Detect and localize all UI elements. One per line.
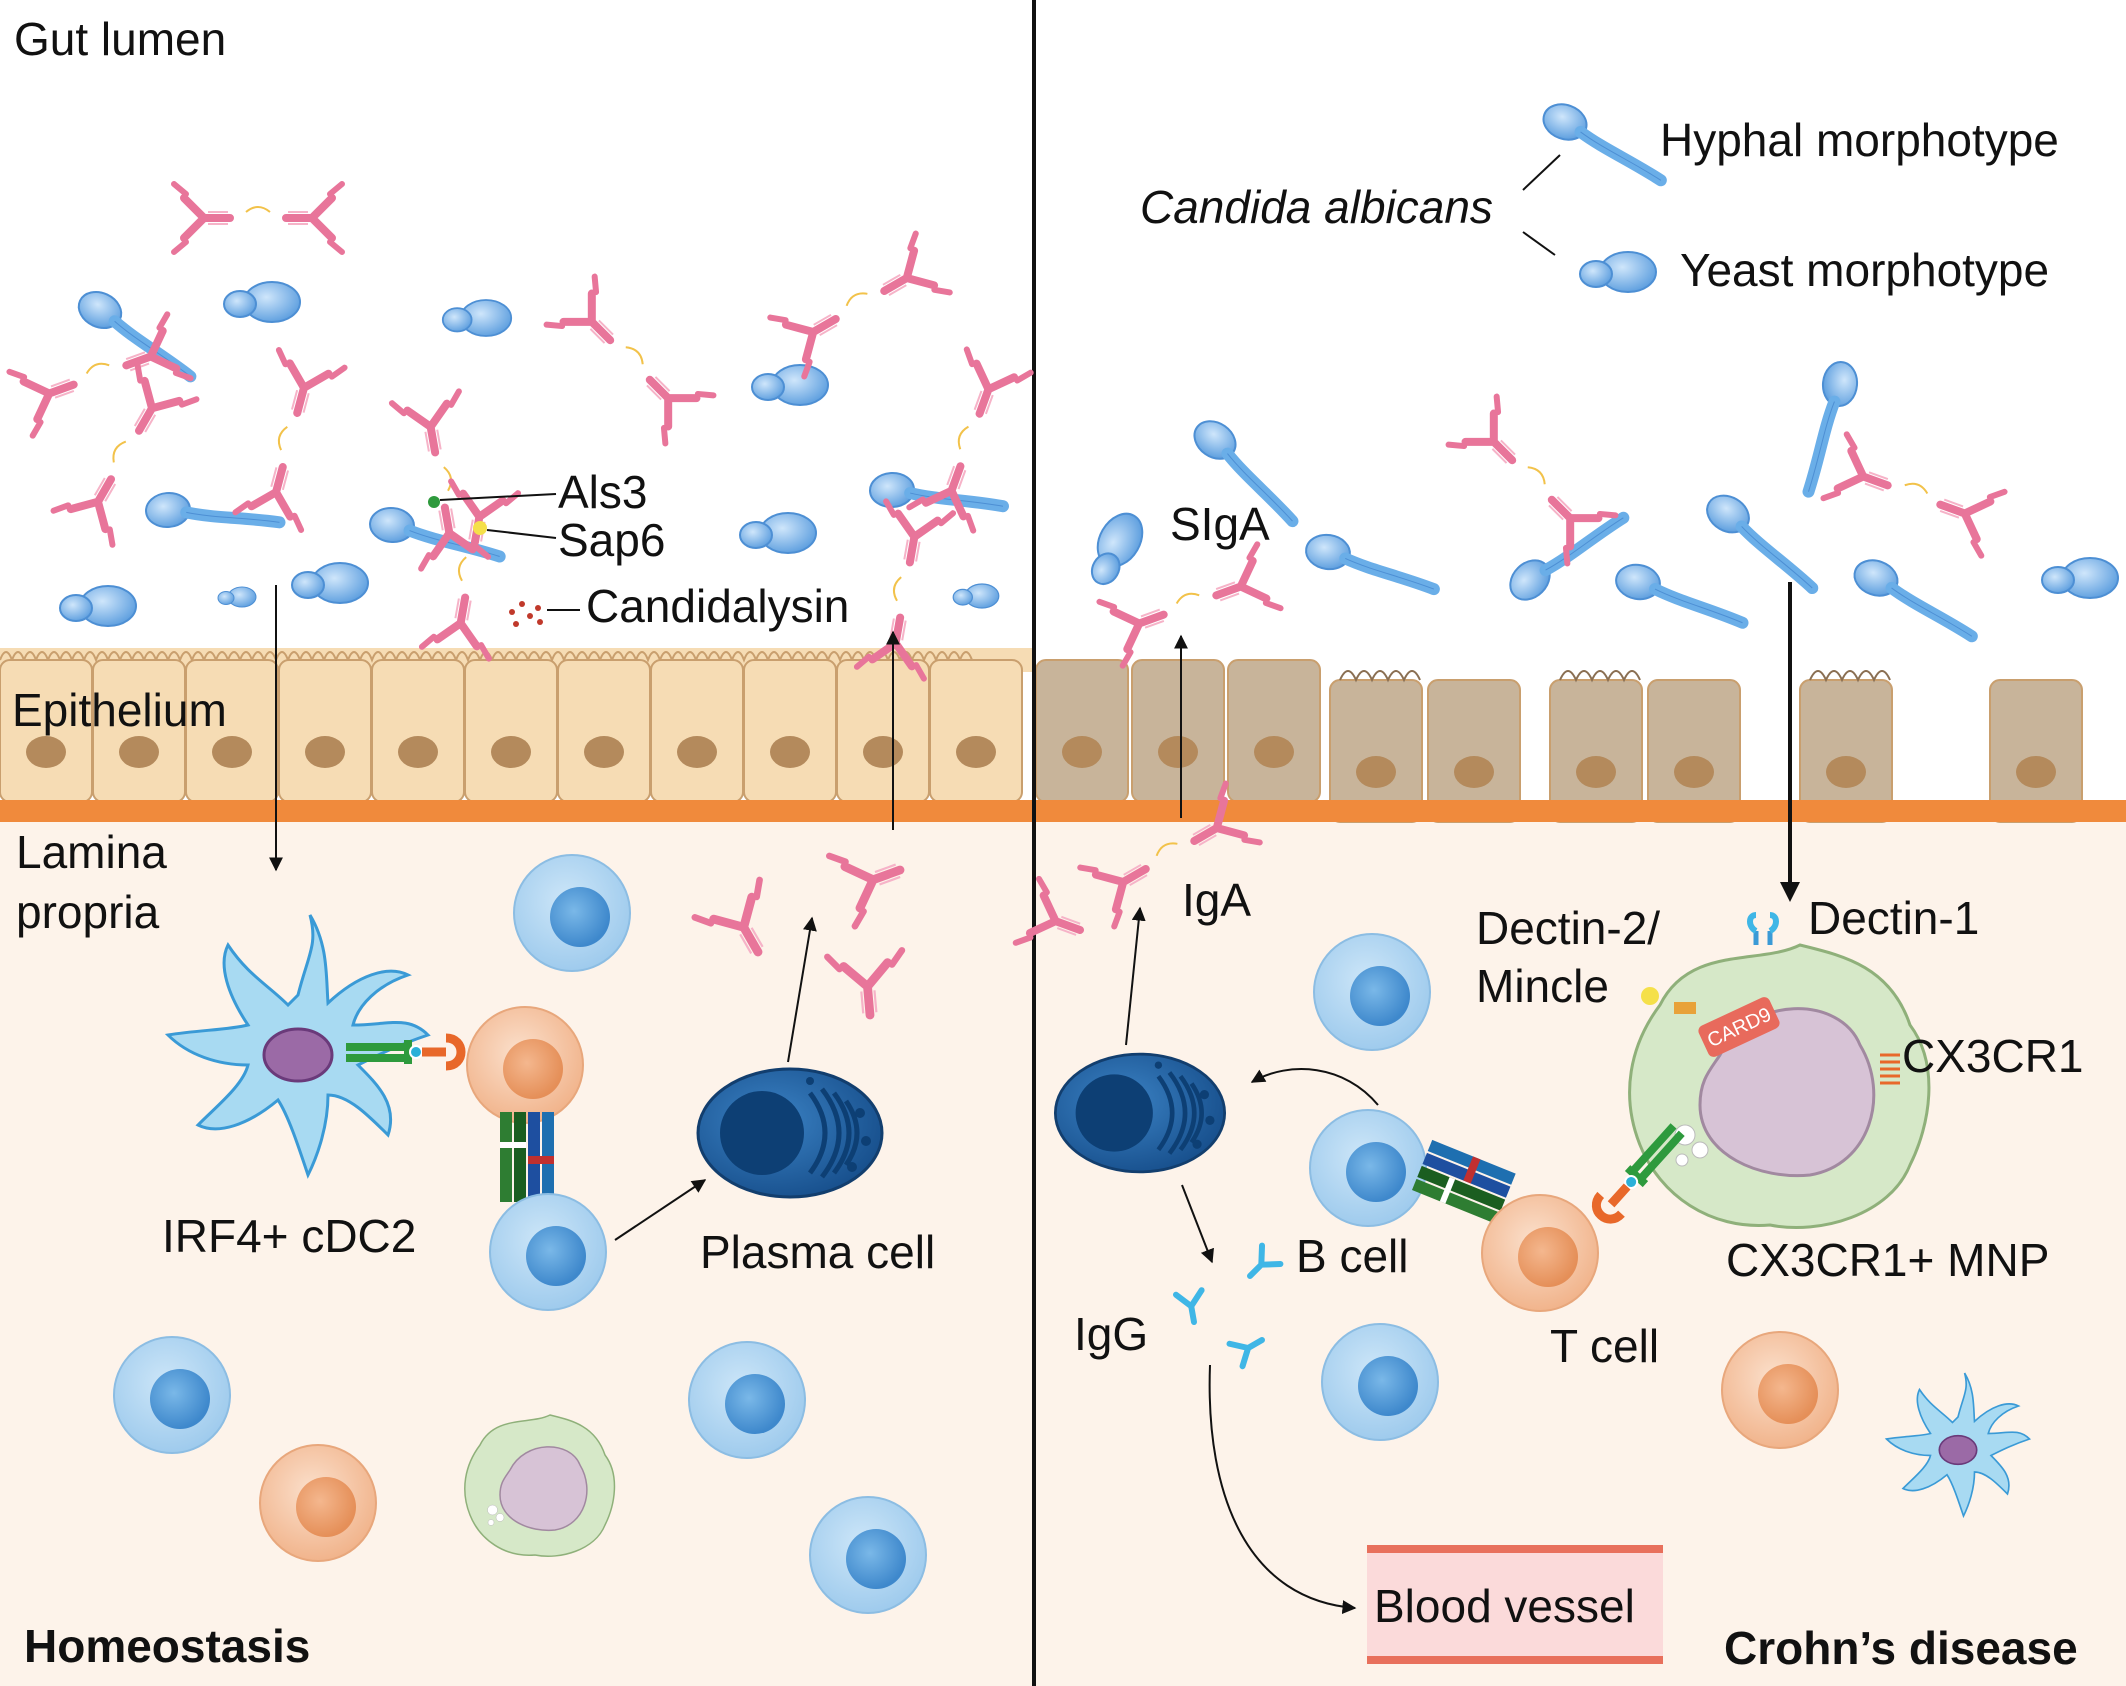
- sap6-label: Sap6: [558, 514, 665, 566]
- lamina-propria-label-1: Lamina: [16, 826, 167, 878]
- plasma-cell-label: Plasma cell: [700, 1226, 935, 1278]
- plasma-cell-icon: [1055, 1054, 1224, 1172]
- hyphal-morphotype-label: Hyphal morphotype: [1660, 114, 2059, 166]
- dectin2-label-2: Mincle: [1476, 960, 1609, 1012]
- yeast-morphotype-label: Yeast morphotype: [1680, 244, 2049, 296]
- t-cell-icon: [1721, 1331, 1839, 1449]
- b-cell-icon: [688, 1341, 806, 1459]
- lamina-propria-label-2: propria: [16, 886, 160, 938]
- dectin2-label-1: Dectin-2/: [1476, 902, 1660, 954]
- t-cell-icon: [259, 1444, 377, 1562]
- b-cell-icon: [1313, 933, 1431, 1051]
- b-cell-icon: [513, 854, 631, 972]
- plasma-cell-icon: [698, 1069, 882, 1197]
- blood-vessel-label: Blood vessel: [1374, 1580, 1635, 1632]
- dectin1-label: Dectin-1: [1808, 892, 1979, 944]
- irf4-cdc2-label: IRF4+ cDC2: [162, 1210, 416, 1262]
- b-cell-icon: [113, 1336, 231, 1454]
- dectin1-receptor-icon: [1747, 912, 1779, 945]
- epithelium-label: Epithelium: [12, 684, 227, 736]
- blood-vessel: [1367, 1545, 1663, 1664]
- cx3cr1-mnp-label: CX3CR1+ MNP: [1726, 1234, 2049, 1286]
- candida-albicans-label: Candida albicans: [1140, 181, 1493, 233]
- dectin2-receptor-icon: [1641, 987, 1696, 1014]
- b-cell-icon: [489, 1193, 607, 1311]
- left-arrows: [269, 585, 900, 1241]
- right-arrows: [1125, 582, 1800, 1615]
- b-cell-icon: [809, 1496, 927, 1614]
- siga-label: SIgA: [1170, 498, 1270, 550]
- macrophage-icon: [1628, 943, 1931, 1229]
- cx3cr1-receptor-icon: [1880, 1053, 1900, 1085]
- b-cell-icon: [1309, 1109, 1427, 1227]
- crohns-disease-label: Crohn’s disease: [1724, 1622, 2078, 1674]
- damaged-epithelium: [1035, 659, 2083, 823]
- cx3cr1-label: CX3CR1: [1902, 1030, 2084, 1082]
- candidalysin-particles: [509, 601, 543, 627]
- homeostasis-label: Homeostasis: [24, 1620, 310, 1672]
- candidalysin-label: Candidalysin: [586, 580, 849, 632]
- iga-label: IgA: [1182, 874, 1251, 926]
- card9-badge: CARD9: [1698, 997, 1780, 1057]
- t-cell-label: T cell: [1550, 1320, 1659, 1372]
- t-cell-icon: [466, 1006, 584, 1124]
- b-cell-label: B cell: [1296, 1230, 1408, 1282]
- als3-marker: [428, 496, 440, 508]
- b-cell-icon: [1321, 1323, 1439, 1441]
- gut-lumen-label: Gut lumen: [14, 13, 226, 65]
- als3-label: Als3: [558, 466, 647, 518]
- igg-label: IgG: [1074, 1308, 1148, 1360]
- basement-membrane: [0, 800, 2126, 822]
- t-cell-icon: [1481, 1194, 1599, 1312]
- macrophage-icon: [464, 1414, 616, 1557]
- sap6-marker: [473, 521, 487, 535]
